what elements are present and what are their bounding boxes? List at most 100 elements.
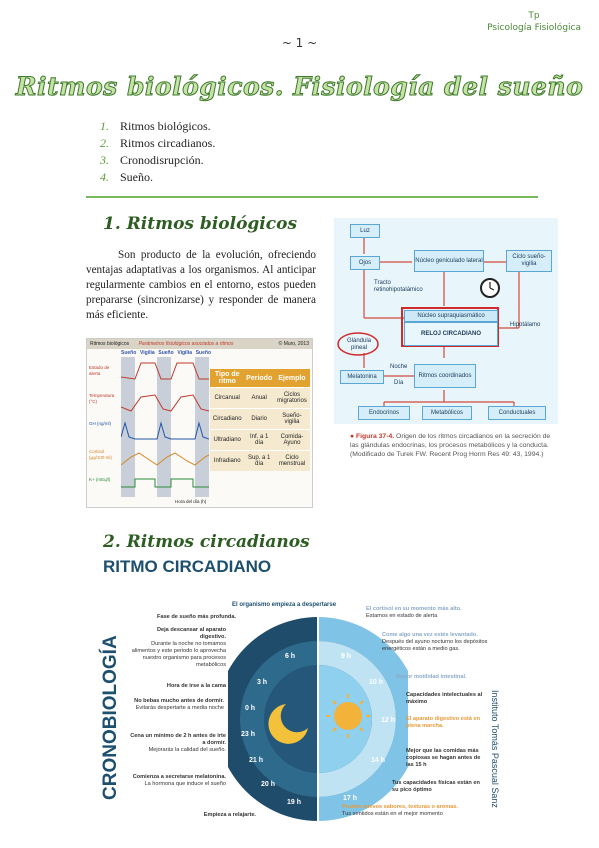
hour-label: 20 h bbox=[261, 781, 275, 788]
caption-label: ● Figura 37-4. bbox=[350, 433, 395, 440]
moon-icon bbox=[268, 704, 308, 744]
table-header: Tipo de ritmo bbox=[210, 369, 245, 388]
left-note: Hora de irse a la cama bbox=[130, 683, 226, 690]
right-note: Prueba nuevos sabores, texturas o aromas… bbox=[342, 804, 462, 818]
toc-item: 3.Cronodisrupción. bbox=[100, 152, 215, 169]
node-lgn: Núcleo geniculado lateral bbox=[414, 250, 484, 272]
section2-number: 2. bbox=[103, 532, 121, 552]
course-tag: Tp Psicología Fisiológica bbox=[487, 10, 581, 34]
figure-header-left: Ritmos biológicos bbox=[90, 341, 130, 347]
page-title: Ritmos biológicos. Fisiología del sueño bbox=[15, 72, 584, 102]
table-cell: Inf. a 1 día bbox=[244, 429, 274, 451]
note-bold: Comienza a secretarse melatonina. bbox=[132, 774, 226, 780]
table-cell: Sup. a 1 día bbox=[244, 450, 274, 471]
node-coordinated-rhythms: Ritmos coordinados bbox=[414, 364, 476, 388]
row-labels: Estado de alerta Temperatura (°C) GH (ng… bbox=[89, 365, 119, 497]
gh-curve bbox=[121, 421, 209, 440]
toc-item: 1. Ritmos biológicos. bbox=[100, 118, 215, 135]
note-bold: Mejor que las comidas más copiosas se ha… bbox=[406, 748, 481, 768]
diagram-arrows bbox=[337, 238, 520, 406]
table-cell: Diario bbox=[244, 408, 274, 430]
note-bold: Capacidades intelectuales al máximo bbox=[406, 692, 483, 705]
note-text: Mejorarás la calidad del sueño. bbox=[148, 747, 226, 753]
hour-label: 0 h bbox=[245, 705, 255, 712]
phase-label: Vigilia bbox=[177, 350, 192, 356]
note-bold: Hora de irse a la cama bbox=[166, 683, 226, 689]
infographic-title: RITMO CIRCADIANO bbox=[103, 557, 272, 576]
sun-icon bbox=[334, 702, 362, 730]
table-row: Circanual Anual Ciclos migratorios bbox=[210, 387, 310, 409]
figure-biological-rhythms: Ritmos biológicos Parámetros fisiológico… bbox=[86, 338, 313, 508]
node-sleep-wake: Ciclo sueño-vigilia bbox=[506, 250, 552, 272]
temperature-curve bbox=[121, 394, 209, 412]
left-note: Comienza a secretarse melatonina.La horm… bbox=[130, 774, 226, 788]
table-cell: Circanual bbox=[210, 387, 245, 409]
toc-text: Ritmos circadianos. bbox=[120, 136, 216, 150]
section-divider bbox=[86, 196, 538, 198]
right-note: Tus capacidades físicas están en su pico… bbox=[392, 780, 484, 794]
table-cell: Infradiano bbox=[210, 450, 245, 471]
section1-paragraph: Son producto de la evolución, ofreciendo… bbox=[86, 249, 316, 321]
course-tag-line2: Psicología Fisiológica bbox=[487, 23, 581, 33]
phase-label: Vigilia bbox=[140, 350, 155, 356]
section1-number: 1. bbox=[103, 214, 121, 234]
table-cell: Ciclos migratorios bbox=[273, 387, 310, 409]
node-melatonin: Melatonina bbox=[340, 370, 384, 384]
node-eyes: Ojos bbox=[350, 256, 380, 270]
section1-title: Ritmos biológicos bbox=[126, 214, 298, 234]
label-tract: Tracto retinohipotalámico bbox=[374, 280, 423, 293]
table-row: Infradiano Sup. a 1 día Ciclo menstrual bbox=[210, 450, 310, 471]
table-header: Periodo bbox=[244, 369, 274, 388]
left-note: Deja descansar al aparato digestivo.Dura… bbox=[130, 627, 226, 669]
node-endocrine: Endocrinos bbox=[358, 406, 410, 420]
hour-label: 6 h bbox=[285, 653, 295, 660]
table-cell: Ultradiano bbox=[210, 429, 245, 451]
pineal-highlight bbox=[337, 332, 379, 356]
node-scn: Núcleo supraquiasmático bbox=[404, 310, 498, 322]
toc-text: Sueño. bbox=[120, 170, 153, 184]
label-hypothalamus: Hipotálamo bbox=[510, 322, 541, 328]
note-text: Después del ayuno nocturno los depósitos… bbox=[382, 639, 488, 652]
note-bold: Deja descansar al aparato digestivo. bbox=[156, 627, 226, 640]
toc-num: 1. bbox=[100, 119, 109, 133]
left-note: No bebas mucho antes de dormir.Evitarás … bbox=[130, 698, 224, 712]
note-bold: El cortisol en su momento más alto. bbox=[366, 606, 462, 612]
right-note: Capacidades intelectuales al máximo bbox=[406, 692, 488, 706]
top-note: El organismo empieza a despertarse bbox=[232, 602, 337, 608]
label-night: Noche bbox=[390, 364, 408, 370]
course-tag-line1: Tp bbox=[528, 11, 540, 21]
left-note: Cena un mínimo de 2 h antes de irte a do… bbox=[130, 733, 226, 754]
page-number: ~ 1 ~ bbox=[281, 36, 318, 50]
table-cell: Anual bbox=[244, 387, 274, 409]
cortisol-curve bbox=[121, 452, 209, 466]
section1-heading: 1. Ritmos biológicos bbox=[103, 214, 297, 234]
table-header: Ejemplo bbox=[273, 369, 310, 388]
note-bold: Come algo una vez estés levantado. bbox=[382, 632, 478, 638]
hour-label: 10 h bbox=[369, 679, 383, 686]
left-note: Empieza a relajarte. bbox=[160, 812, 256, 819]
node-light: Luz bbox=[350, 224, 380, 238]
rhythm-plot bbox=[121, 357, 209, 497]
note-text: Evitarás despertarte a media noche bbox=[135, 705, 224, 711]
table-of-contents: 1. Ritmos biológicos. 2.Ritmos circadiano… bbox=[100, 118, 215, 186]
potassium-curve bbox=[121, 478, 209, 488]
toc-item: 2.Ritmos circadianos. bbox=[100, 135, 215, 152]
table-cell: Sueño-vigilia bbox=[273, 408, 310, 430]
hour-label: 12 h bbox=[381, 717, 395, 724]
clock-highlight bbox=[401, 307, 499, 347]
toc-text: Ritmos biológicos. bbox=[120, 119, 211, 133]
table-cell: Circadiano bbox=[210, 408, 245, 430]
right-note: El aparato digestivo está en plena march… bbox=[406, 716, 488, 730]
figure-caption: ● Figura 37-4. Origen de los ritmos circ… bbox=[350, 432, 560, 459]
toc-text: Cronodisrupción. bbox=[120, 153, 204, 167]
caption-text: Origen de los ritmos circadianos en la s… bbox=[350, 433, 551, 458]
alert-curve bbox=[121, 362, 209, 380]
figure-header-mid: Parámetros fisiológicos asociados a ritm… bbox=[138, 341, 234, 347]
label-day: Día bbox=[394, 380, 404, 386]
node-behavioral: Conductuales bbox=[488, 406, 546, 420]
right-note: Mayor motilidad intestinal. bbox=[396, 674, 492, 681]
row-label: Temperatura (°C) bbox=[89, 393, 115, 404]
left-note: Fase de sueño más profunda. bbox=[138, 614, 236, 621]
table-cell: Ciclo menstrual bbox=[273, 450, 310, 471]
right-note: Come algo una vez estés levantado.Despué… bbox=[382, 632, 492, 653]
